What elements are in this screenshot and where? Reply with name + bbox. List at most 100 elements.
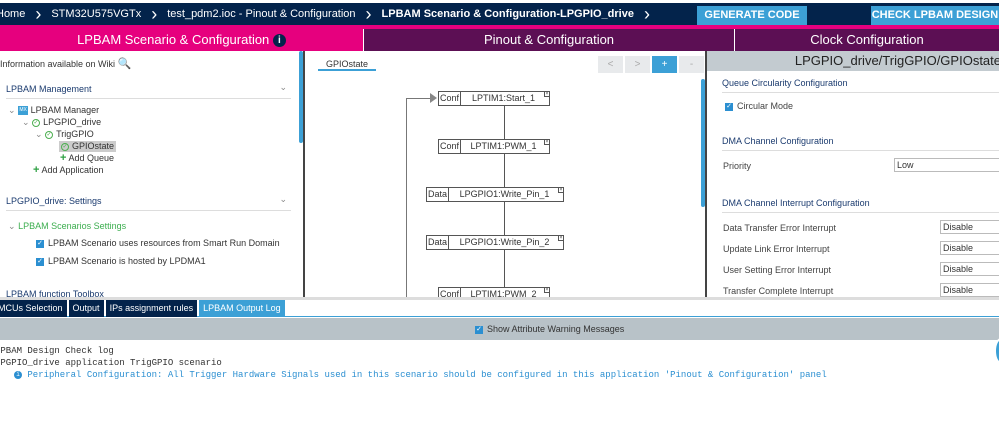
checkbox-label: Show Attribute Warning Messages	[487, 324, 625, 334]
section-title: LPBAM function Toolbox	[6, 289, 104, 297]
checkbox-label: LPBAM Scenario is hosted by LPDMA1	[48, 256, 206, 266]
chevron-down-icon[interactable]: ⌄	[8, 105, 16, 115]
add-queue-button[interactable]: +Add Queue	[60, 153, 114, 164]
section-lpbam-management[interactable]: LPBAM Management ⌄	[6, 82, 291, 99]
splitter[interactable]	[0, 297, 999, 300]
section-title: LPBAM Management	[6, 84, 92, 94]
checkbox-checked-icon[interactable]: ✓	[475, 325, 483, 334]
generate-code-button[interactable]: GENERATE CODE	[697, 6, 807, 25]
tab-pinout[interactable]: Pinout & Configuration	[364, 29, 734, 51]
nav-next-button[interactable]: >	[625, 56, 650, 73]
chevron-down-icon[interactable]: ⌄	[22, 117, 30, 127]
scenarios-settings-group[interactable]: ⌄ LPBAM Scenarios Settings	[8, 221, 126, 232]
check-circle-icon: ✓	[61, 142, 69, 151]
show-warnings-checkbox[interactable]: ✓ Show Attribute Warning Messages	[475, 323, 624, 335]
output-log: LPBAM Design Check log LPGPIO_drive appl…	[0, 340, 999, 433]
checkbox-label: Circular Mode	[737, 101, 794, 111]
wiki-text: Information available on Wiki	[0, 59, 116, 69]
priority-select[interactable]: Low	[894, 158, 999, 172]
diagram-scrollbar[interactable]	[701, 79, 705, 207]
tree-label: LPGPIO_drive	[43, 117, 102, 127]
checkbox-checked-icon[interactable]: ✓	[36, 239, 44, 248]
irq-select[interactable]: Disable	[940, 262, 999, 276]
circular-mode-checkbox[interactable]: ✓ Circular Mode	[725, 101, 793, 112]
tree-label: GPIOstate	[72, 141, 115, 151]
check-lpbam-design-button[interactable]: CHECK LPBAM DESIGN	[871, 6, 999, 25]
section-dma-interrupts: DMA Channel Interrupt Configuration	[722, 197, 999, 213]
loop-connector	[406, 98, 407, 297]
panel-title: LPGPIO_drive/TrigGPIO/GPIOstate	[707, 51, 999, 71]
chevron-right-icon: ›	[643, 4, 650, 24]
tree-label: TrigGPIO	[56, 129, 94, 139]
log-line: LPGPIO_drive application TrigGPIO scenar…	[0, 358, 222, 368]
left-scrollbar[interactable]	[299, 51, 303, 143]
breadcrumb-mcu[interactable]: STM32U575VGTx	[51, 8, 142, 20]
log-text: Peripheral Configuration: All Trigger Ha…	[27, 370, 827, 380]
chevron-down-icon[interactable]: ⌄	[279, 82, 287, 92]
chevron-down-icon[interactable]: ⌄	[279, 194, 287, 204]
chevron-down-icon[interactable]: ⌄	[35, 129, 43, 139]
tab-mcus-selection[interactable]: MCUs Selection	[0, 300, 67, 317]
node-name: LPTIM1:Start_1	[471, 93, 536, 103]
tab-ips-assignment[interactable]: IPs assignment rules	[105, 300, 198, 317]
checkbox-checked-icon[interactable]: ✓	[36, 257, 44, 266]
irq-label: Data Transfer Error Interrupt	[723, 223, 837, 233]
zoom-out-button[interactable]: -	[679, 56, 704, 73]
section-dma-channel: DMA Channel Configuration	[722, 135, 999, 151]
node-name: LPGPIO1:Write_Pin_2	[459, 237, 550, 247]
queue-diagram-panel: GPIOstate < > + - Conf LPTIM1:Start_1 × Co…	[306, 51, 705, 297]
queue-config-panel: LPGPIO_drive/TrigGPIO/GPIOstate Queue Ci…	[705, 51, 999, 297]
irq-select[interactable]: Disable	[940, 283, 999, 297]
tab-label: LPBAM Scenario & Configuration	[77, 32, 270, 47]
close-node-icon[interactable]: ×	[544, 91, 550, 97]
tree-root[interactable]: ⌄ MX LPBAM Manager	[8, 105, 99, 116]
zoom-in-button[interactable]: +	[652, 56, 677, 73]
breadcrumb-project[interactable]: test_pdm2.ioc - Pinout & Configuration	[167, 8, 356, 20]
check-circle-icon: ✓	[45, 130, 54, 139]
close-node-icon[interactable]: ×	[544, 139, 550, 145]
search-wiki-icon[interactable]: 🔍	[117, 58, 132, 70]
section-toolbox[interactable]: LPBAM function Toolbox	[6, 288, 291, 297]
chevron-down-icon[interactable]: ⌄	[8, 221, 16, 231]
nav-prev-button[interactable]: <	[598, 56, 623, 73]
wiki-link[interactable]: Information available on Wiki 🔍	[0, 57, 131, 71]
add-application-button[interactable]: +Add Application	[33, 165, 103, 176]
tab-lpbam-scenario[interactable]: LPBAM Scenario & Configuration i	[0, 29, 363, 51]
tab-clock[interactable]: Clock Configuration	[735, 29, 999, 51]
irq-label: Transfer Complete Interrupt	[723, 286, 834, 296]
tree-queue-selected[interactable]: ✓GPIOstate	[59, 141, 117, 152]
tab-gpiostate[interactable]: GPIOstate	[318, 59, 376, 71]
checkbox-checked-icon[interactable]: ✓	[725, 102, 733, 111]
bottom-tab-row: MCUs Selection Output IPs assignment rul…	[0, 300, 285, 317]
bottom-tabs: MCUs Selection Output IPs assignment rul…	[0, 300, 999, 317]
checkbox-hosted-lpdma1[interactable]: ✓ LPBAM Scenario is hosted by LPDMA1	[36, 256, 206, 267]
node-kind: Conf	[440, 140, 462, 153]
node-name: LPTIM1:PWM_2	[470, 289, 537, 297]
irq-select[interactable]: Disable	[940, 241, 999, 255]
breadcrumb-current: LPBAM Scenario & Configuration-LPGPIO_dr…	[381, 8, 634, 20]
loop-connector	[406, 98, 434, 99]
info-icon[interactable]: i	[272, 34, 286, 48]
close-node-icon[interactable]: ×	[558, 187, 564, 193]
tree-app[interactable]: ⌄ ✓LPGPIO_drive	[22, 117, 101, 128]
breadcrumb-row: Home › STM32U575VGTx › test_pdm2.ioc - P…	[0, 3, 652, 25]
section-settings[interactable]: LPGPIO_drive: Settings ⌄	[6, 194, 291, 211]
log-toolbar: ✓ Show Attribute Warning Messages	[0, 318, 999, 340]
tree-scenario[interactable]: ⌄ ✓TrigGPIO	[35, 129, 94, 140]
irq-select[interactable]: Disable	[940, 220, 999, 234]
irq-label: User Setting Error Interrupt	[723, 265, 832, 275]
close-node-icon[interactable]: ×	[544, 287, 550, 293]
breadcrumb-home[interactable]: Home	[0, 8, 26, 20]
tab-lpbam-output-log[interactable]: LPBAM Output Log	[199, 300, 285, 317]
section-queue-circularity: Queue Circularity Configuration	[722, 77, 999, 93]
checkbox-smart-run-domain[interactable]: ✓LPBAM Scenario uses resources from Smar…	[36, 238, 280, 249]
tab-output[interactable]: Output	[68, 300, 104, 317]
section-title: LPGPIO_drive: Settings	[6, 196, 102, 206]
close-node-icon[interactable]: ×	[558, 235, 564, 241]
group-title: LPBAM Scenarios Settings	[18, 221, 127, 231]
